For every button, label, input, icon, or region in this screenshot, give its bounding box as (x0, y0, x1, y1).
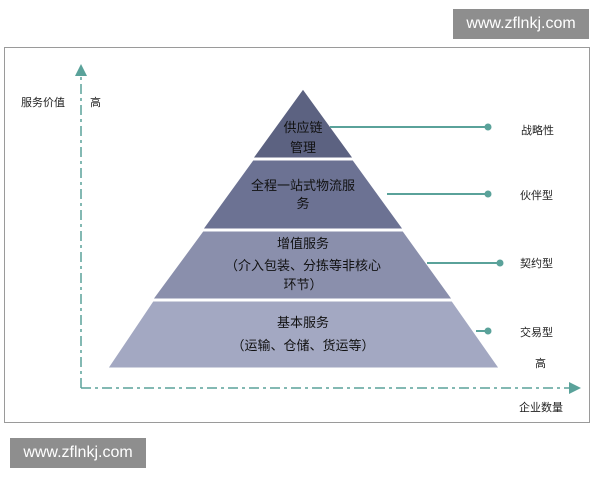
layer-contract-line-3: 环节） (283, 278, 322, 293)
connector-dot-partner (484, 190, 492, 198)
layer-strategic-line-1: 供应链 (283, 120, 322, 136)
type-label-strategic: 战略性 (521, 123, 554, 137)
pyramid-layer-strategic (252, 88, 354, 159)
x-axis-label: 企业数量 (519, 400, 563, 414)
layer-partner-line-1: 全程一站式物流服 (251, 178, 355, 194)
layer-contract-line-2: （介入包装、分拣等非核心 (225, 258, 381, 274)
layer-partner-line-2: 务 (296, 196, 309, 212)
layer-contract-line-1: 增值服务 (277, 236, 329, 252)
layer-transactional-line-1: 基本服务 (277, 315, 329, 331)
connector-dot-strategic (484, 123, 492, 131)
pyramid-layer-transactional (107, 300, 500, 369)
watermark-top: www.zflnkj.com (453, 9, 589, 39)
layer-transactional-line-2: （运输、仓储、货运等） (231, 338, 374, 354)
layer-strategic-line-2: 管理 (290, 141, 316, 156)
x-axis-high-label: 高 (535, 356, 546, 370)
watermark-bottom: www.zflnkj.com (10, 438, 146, 468)
type-label-partner: 伙伴型 (520, 188, 553, 202)
connector-dot-contract (496, 259, 504, 267)
type-label-contract: 契约型 (520, 256, 553, 270)
connector-dot-transactional (484, 327, 492, 335)
pyramid-layer-partner (202, 159, 404, 230)
y-axis-high-label: 高 (90, 95, 101, 109)
type-label-transactional: 交易型 (520, 325, 553, 339)
pyramid-layer-contract (152, 230, 453, 300)
diagram-frame (4, 47, 590, 423)
y-axis-label: 服务价值 (21, 96, 65, 109)
